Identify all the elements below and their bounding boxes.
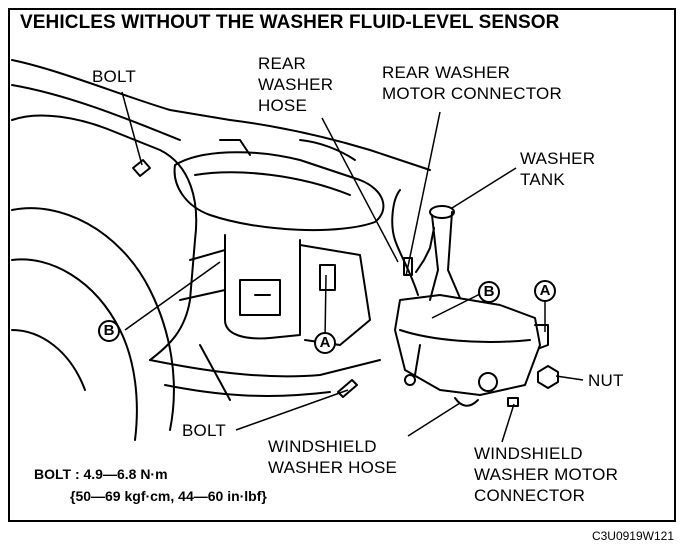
callout-a-center: A bbox=[314, 332, 336, 354]
leader-windshield-washer-hose bbox=[407, 402, 461, 437]
wheel-arch bbox=[11, 207, 175, 431]
leader-bolt-bottom bbox=[235, 389, 349, 431]
leader-washer-tank bbox=[451, 167, 517, 209]
label-line: HOSE bbox=[258, 96, 307, 115]
leader-rear-washer-hose bbox=[321, 117, 399, 263]
label-line: WASHER bbox=[258, 75, 334, 94]
label-bolt-top: BOLT bbox=[92, 67, 136, 86]
nut bbox=[537, 365, 559, 389]
callout-a-right: A bbox=[534, 280, 556, 302]
label-line: WINDSHIELD bbox=[474, 444, 583, 463]
label-washer-tank: WASHER TANK bbox=[520, 148, 595, 190]
support-column bbox=[224, 234, 301, 340]
label-line: WASHER HOSE bbox=[268, 458, 398, 477]
label-rear-washer-hose: REAR WASHER HOSE bbox=[258, 53, 333, 116]
label-line: WINDSHIELD bbox=[268, 437, 377, 456]
leader-windshield-washer-motor-connector bbox=[501, 403, 515, 443]
label-line: CONNECTOR bbox=[474, 486, 586, 505]
leader-b-left bbox=[124, 261, 221, 331]
torque-spec-line1: BOLT : 4.9—6.8 N·m bbox=[34, 466, 168, 482]
label-line: TANK bbox=[520, 170, 565, 189]
label-windshield-washer-hose: WINDSHIELD WASHER HOSE bbox=[268, 436, 397, 478]
washer-tank-body bbox=[394, 294, 541, 396]
label-line: REAR WASHER bbox=[382, 63, 511, 82]
figure-code: C3U0919W121 bbox=[591, 529, 674, 543]
label-nut: NUT bbox=[588, 371, 624, 390]
label-rear-washer-motor-connector: REAR WASHER MOTOR CONNECTOR bbox=[382, 62, 562, 104]
bolt-top-shape bbox=[132, 159, 151, 177]
leader-b-right bbox=[431, 293, 481, 319]
label-line: WASHER bbox=[520, 149, 596, 168]
leader-bolt-top bbox=[121, 91, 143, 166]
label-windshield-washer-motor-connector: WINDSHIELD WASHER MOTOR CONNECTOR bbox=[474, 443, 618, 506]
leader-nut bbox=[555, 375, 584, 381]
torque-spec-line2: {50—69 kgf·cm, 44—60 in·lbf} bbox=[70, 488, 267, 504]
callout-b-left: B bbox=[98, 320, 120, 342]
label-line: WASHER MOTOR bbox=[474, 465, 619, 484]
leader-rear-washer-motor-connector bbox=[405, 111, 441, 277]
leader-a-center bbox=[324, 274, 327, 341]
washer-tank-filler-neck bbox=[429, 211, 461, 301]
headlamp-housing bbox=[173, 151, 385, 232]
label-line: REAR bbox=[258, 54, 307, 73]
label-bolt-bottom: BOLT bbox=[182, 421, 226, 440]
label-line: MOTOR CONNECTOR bbox=[382, 84, 562, 103]
fender-outline bbox=[11, 114, 198, 361]
rear-washer-hose bbox=[391, 189, 419, 296]
callout-b-right: B bbox=[478, 281, 500, 303]
diagram-title: VEHICLES WITHOUT THE WASHER FLUID-LEVEL … bbox=[20, 12, 560, 33]
bolt-bottom-shape bbox=[337, 379, 358, 398]
